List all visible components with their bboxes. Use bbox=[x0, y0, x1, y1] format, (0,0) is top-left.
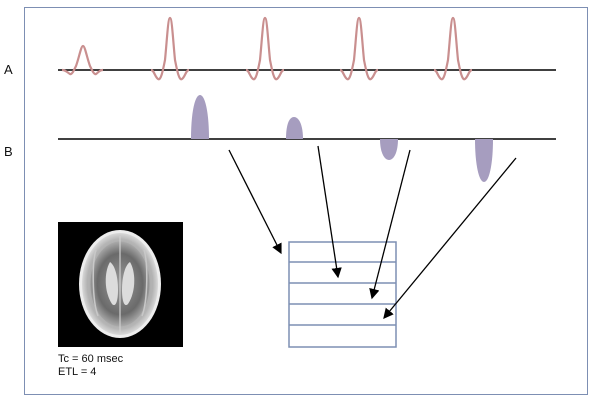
rf-pulse-180-4 bbox=[433, 16, 473, 81]
rf-pulse-180-1 bbox=[150, 16, 190, 81]
rf-pulse-90 bbox=[61, 44, 104, 76]
rf-pulse-180-2 bbox=[245, 16, 285, 81]
arrow-echo-1 bbox=[228, 149, 282, 255]
row-a-label: A bbox=[4, 62, 13, 77]
caption-tc: Tc = 60 msec bbox=[58, 353, 124, 365]
row-b-label: B bbox=[4, 144, 13, 159]
arrow-echo-4 bbox=[383, 157, 517, 320]
arrow-echo-3 bbox=[369, 149, 411, 300]
gradient-lobe-3 bbox=[380, 139, 398, 160]
gradient-lobe-2 bbox=[286, 117, 303, 139]
gradient-lobe-4 bbox=[475, 139, 493, 182]
rf-pulse-180-3 bbox=[339, 16, 379, 81]
caption-etl: ETL = 4 bbox=[58, 366, 97, 378]
kspace-grid bbox=[288, 241, 397, 348]
arrow-echo-2 bbox=[317, 145, 342, 279]
gradient-lobe-1 bbox=[191, 95, 209, 139]
brain-mri-image bbox=[58, 222, 183, 347]
